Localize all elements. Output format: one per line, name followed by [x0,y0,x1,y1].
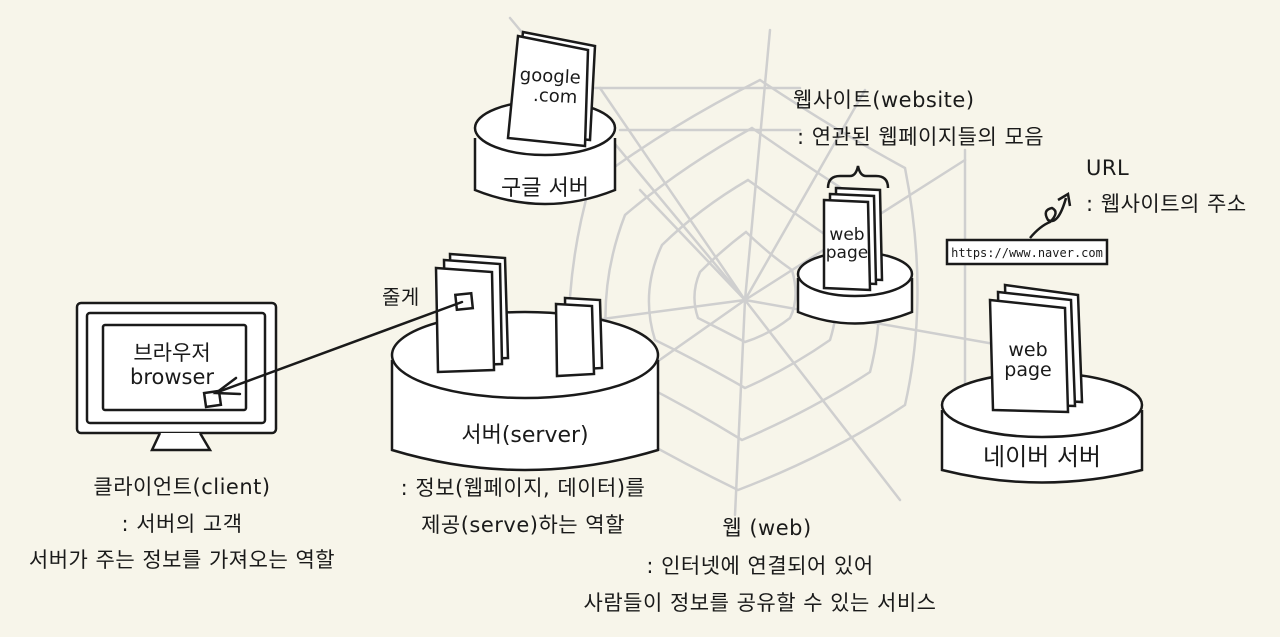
browser-label-en: browser [130,365,214,389]
website-desc: : 연관된 웹페이지들의 모음 [797,125,1045,149]
monitor [75,301,278,452]
web-title: 웹 (web) [722,516,812,540]
google-server-label: 구글 서버 [501,176,589,201]
client-desc-2: 서버가 주는 정보를 가져오는 역할 [28,548,336,572]
google-page-text-2: .com [533,85,578,108]
rope-label: 줄게 [382,285,420,309]
data-transfer-arrow [212,300,464,396]
web-desc-2: 사람들이 정보를 공유할 수 있는 서비스 [583,591,937,615]
main-server-label: 서버(server) [461,423,588,448]
server-desc-2: 제공(serve)하는 역할 [421,513,625,537]
client-title: 클라이언트(client) [93,475,271,499]
web-desc-1: : 인터넷에 연결되어 있어 [646,554,874,578]
naver-webpage-line2: page [1004,359,1051,381]
website-title: 웹사이트(website) [793,88,975,112]
naver-server [940,191,1144,484]
client-desc-1: : 서버의 고객 [121,512,243,536]
browser-label-ko: 브라우저 [133,341,210,365]
url-desc: : 웹사이트의 주소 [1086,192,1247,216]
google-page-text-1: google [519,64,581,88]
naver-webpage-line1: web [1008,339,1047,361]
server-desc-1: : 정보(웹페이지, 데이터)를 [400,476,646,500]
url-title: URL [1086,156,1130,180]
small-webpage-line2: page [826,243,868,263]
naver-server-label: 네이버 서버 [983,443,1101,471]
main-server [390,252,660,472]
google-server [473,30,617,206]
small-webpage-line1: web [829,225,864,245]
url-address: https://www.naver.com [951,246,1103,260]
website-server [796,165,914,325]
